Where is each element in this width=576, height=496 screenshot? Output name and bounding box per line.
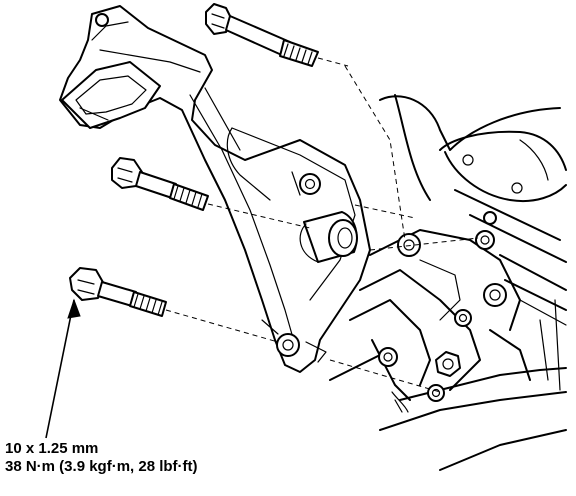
bolt-lower xyxy=(69,267,441,393)
torque-spec-label: 38 N·m (3.9 kgf·m, 28 lbf·ft) xyxy=(5,458,198,475)
engine-mount-bosses xyxy=(378,211,507,402)
bolt-middle xyxy=(111,157,416,229)
engine-assembly xyxy=(329,94,567,471)
alignment-line-right xyxy=(369,237,479,251)
mounting-bracket xyxy=(59,5,371,373)
callout-leader-arrow xyxy=(45,298,81,439)
alignment-line-upper xyxy=(344,65,406,241)
bolt-size-label: 10 x 1.25 mm xyxy=(5,440,99,457)
bolt-upper xyxy=(205,3,349,67)
